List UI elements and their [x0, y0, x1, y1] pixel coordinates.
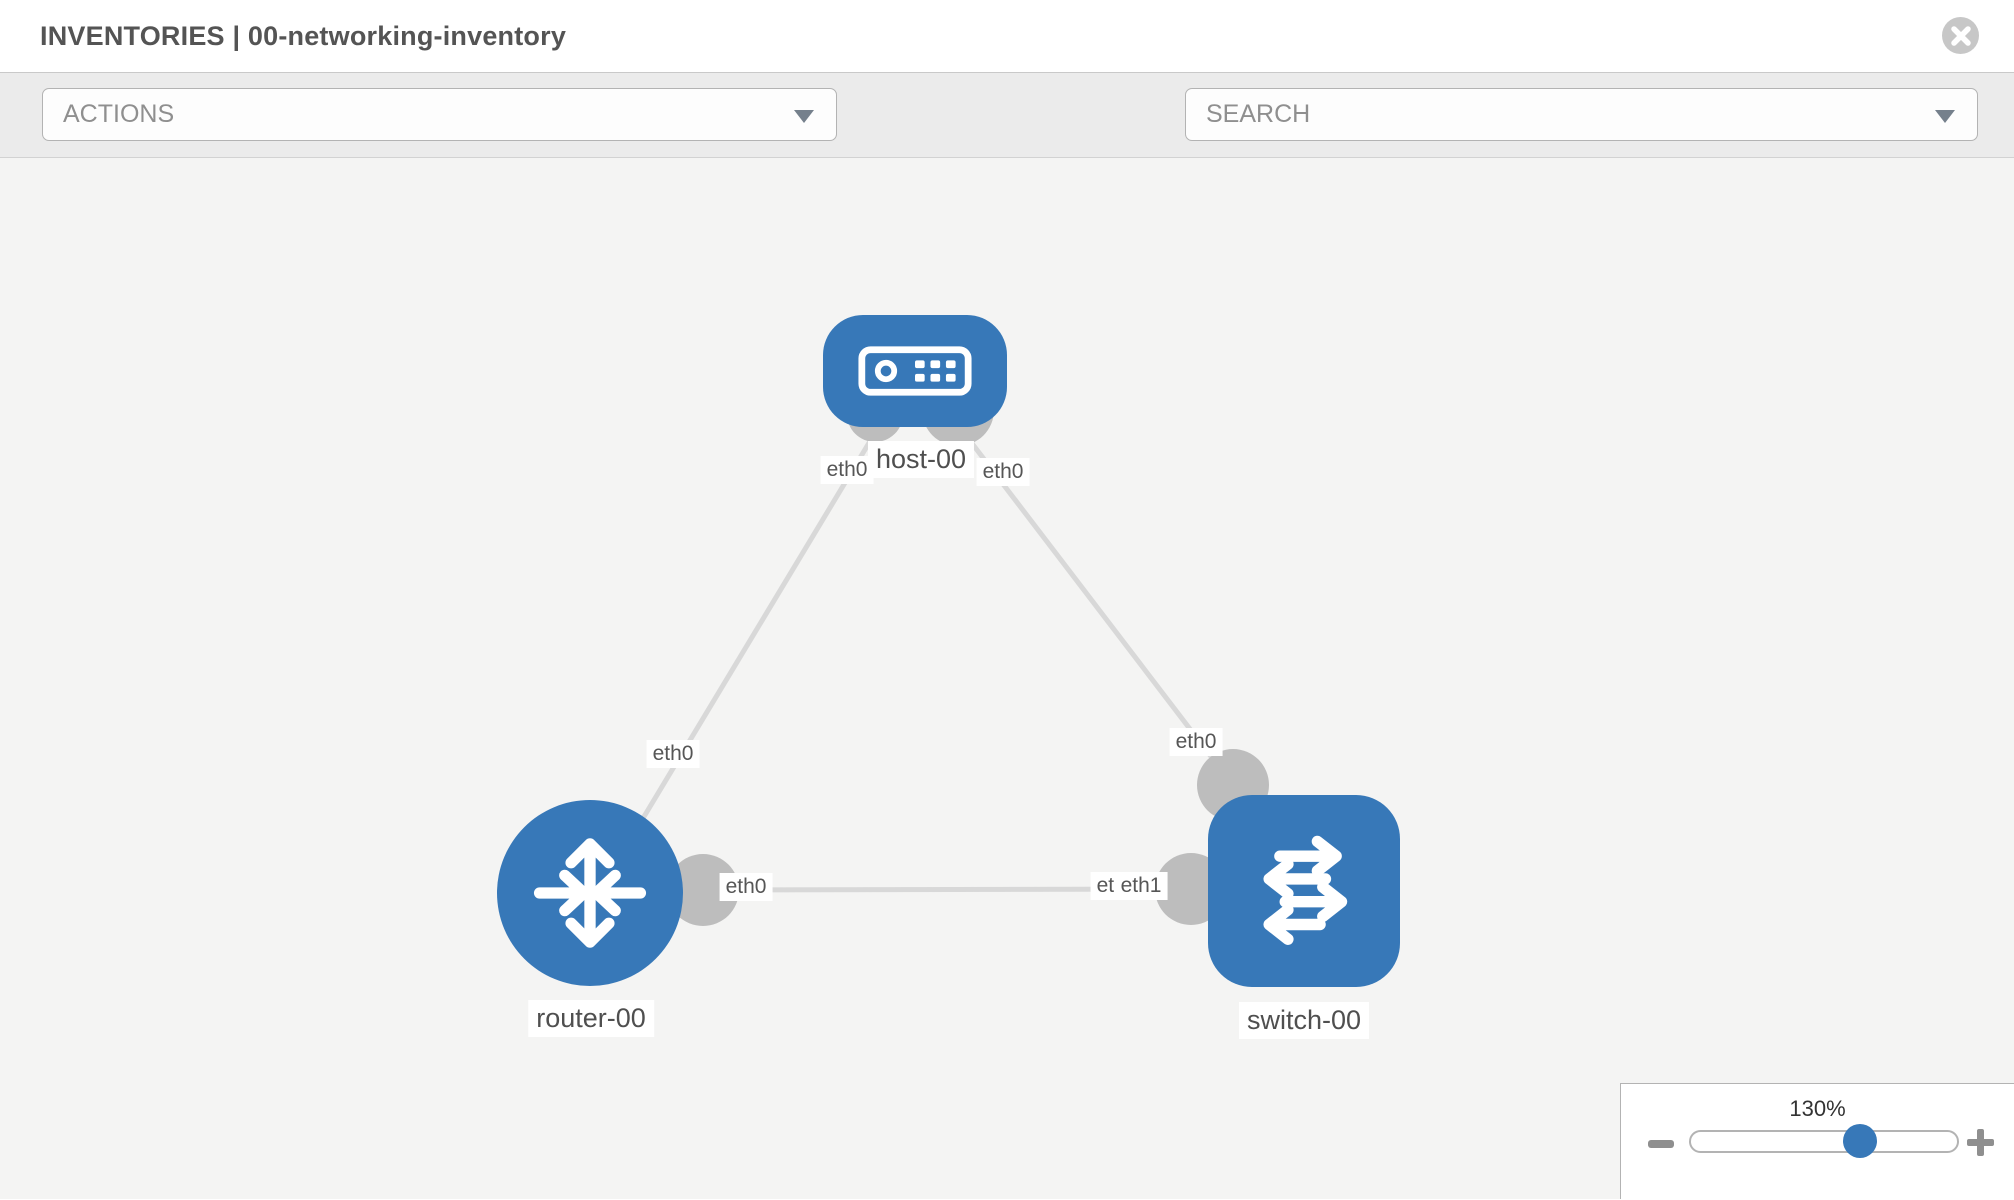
- interface-label-router-port: eth0: [719, 873, 773, 901]
- node-host[interactable]: [823, 315, 1007, 427]
- toolbar: ACTIONS SEARCH: [0, 72, 2014, 206]
- interface-label-host-router-mid: eth0: [646, 740, 700, 768]
- plus-icon: [1967, 1129, 1994, 1156]
- interface-label-host-left: eth0: [820, 456, 874, 484]
- node-router[interactable]: [497, 800, 683, 986]
- zoom-slider-thumb[interactable]: [1843, 1124, 1877, 1158]
- interface-label-host-right: eth0: [976, 458, 1030, 486]
- topology-canvas[interactable]: eth0 host-00 eth0 eth0 eth0 eth0 eth0 et…: [0, 158, 2014, 1199]
- chevron-down-icon: [1935, 110, 1955, 123]
- page-title: INVENTORIES | 00-networking-inventory: [40, 20, 567, 51]
- minus-icon: [1648, 1140, 1674, 1148]
- node-label-switch: switch-00: [1238, 1002, 1370, 1039]
- zoom-slider[interactable]: [1689, 1124, 1959, 1158]
- node-label-router: router-00: [528, 1000, 654, 1037]
- edge-host-router[interactable]: [592, 406, 893, 900]
- search-dropdown[interactable]: SEARCH: [1185, 88, 1978, 141]
- host-server-icon: [858, 346, 972, 396]
- zoom-level: 130%: [1789, 1096, 1846, 1121]
- zoom-panel: 130%: [1620, 1083, 2014, 1199]
- search-placeholder: SEARCH: [1206, 100, 1311, 128]
- topology-edges: [592, 374, 1269, 926]
- zoom-out-button[interactable]: [1647, 1136, 1675, 1154]
- router-arrows-icon: [533, 838, 647, 948]
- interface-label-switch-port-front: eth1: [1114, 872, 1168, 900]
- node-label-host: host-00: [867, 441, 975, 478]
- zoom-in-button[interactable]: [1967, 1129, 1994, 1161]
- node-switch[interactable]: [1208, 795, 1400, 987]
- interface-label-host-switch-mid: eth0: [1169, 728, 1223, 756]
- close-icon[interactable]: [1942, 17, 1979, 54]
- chevron-down-icon: [794, 110, 814, 123]
- close-x-glyph: [1950, 25, 1971, 46]
- header: INVENTORIES | 00-networking-inventory: [0, 0, 2014, 72]
- actions-dropdown-label: ACTIONS: [63, 100, 175, 128]
- switch-arrows-icon: [1263, 835, 1348, 945]
- port-router-east[interactable]: [667, 854, 739, 926]
- actions-dropdown[interactable]: ACTIONS: [42, 88, 837, 141]
